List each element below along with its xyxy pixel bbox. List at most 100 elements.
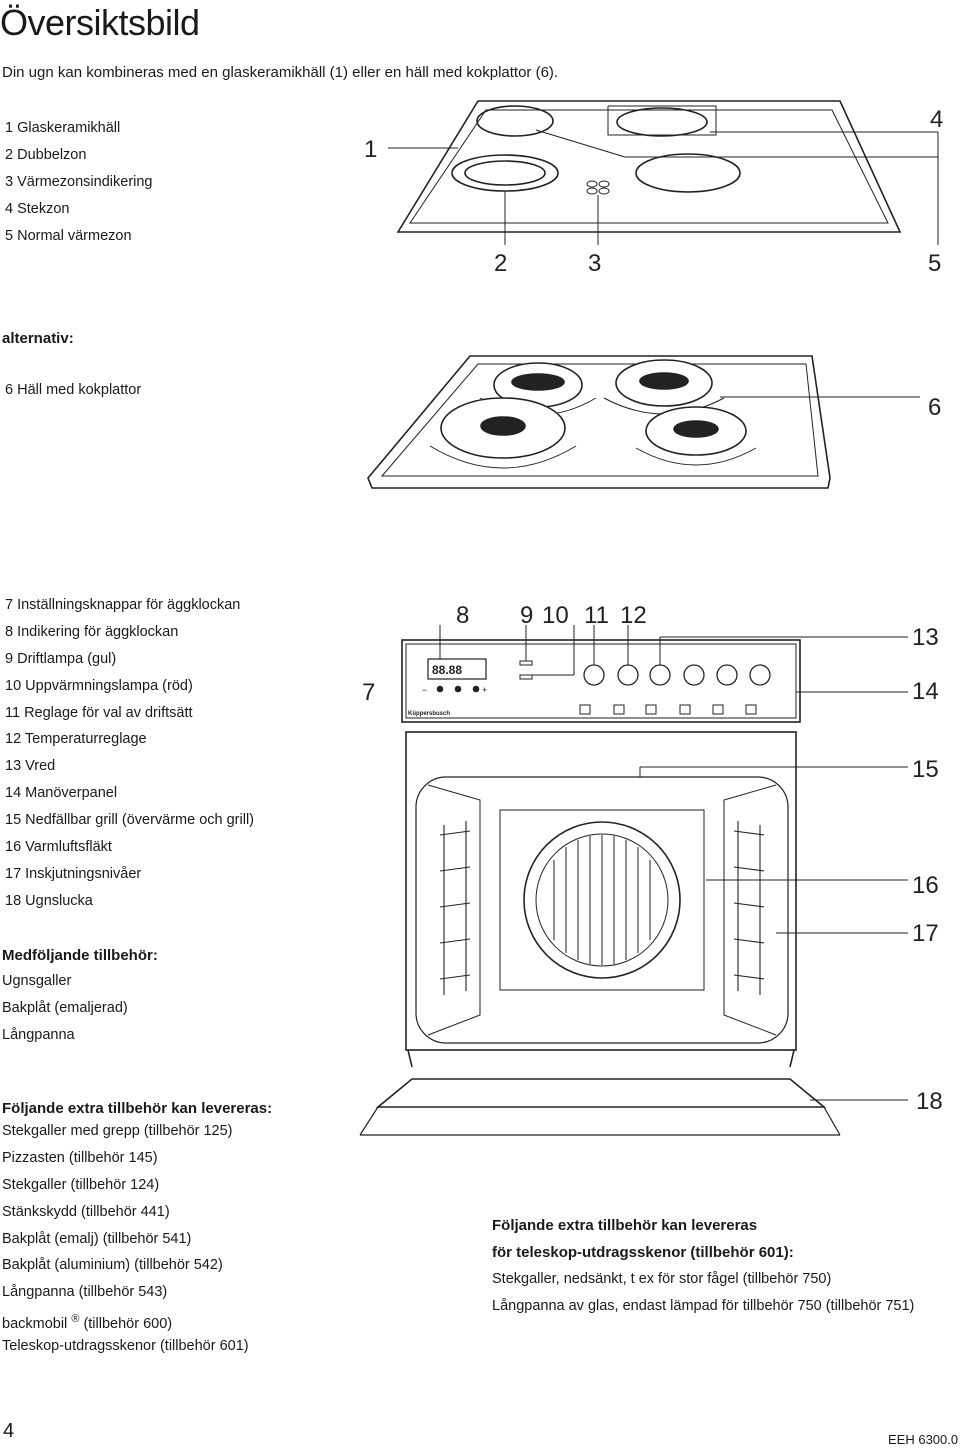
callout-label: 5 (928, 250, 941, 277)
callout-label: 13 (912, 624, 939, 651)
timer-display-text: 88.88 (432, 663, 462, 677)
oven-cavity-frame (405, 731, 797, 1051)
door-hinges (407, 1049, 795, 1068)
legend-item: 2 Dubbelzon (5, 146, 87, 163)
callout-label: 16 (912, 872, 939, 899)
accessory-item: Långpanna (tillbehör 543) (2, 1284, 168, 1301)
backmobil-rest: (tillbehör 600) (79, 1316, 173, 1333)
double-zone-inner (464, 160, 546, 186)
backmobil-name: backmobil (2, 1316, 68, 1333)
accessory-item: Stekgaller (tillbehör 124) (2, 1176, 160, 1193)
cooktop-legend: 1 Glaskeramikhäll 2 Dubbelzon 3 Värmezon… (5, 115, 153, 249)
registered-mark: ® (71, 1313, 80, 1326)
roasting-zone-frame (607, 105, 717, 136)
legend-item: 18 Ugnslucka (5, 892, 93, 909)
legend-item: 6 Häll med kokplattor (5, 382, 142, 398)
brand-logo: Küppersbusch (408, 711, 450, 717)
alternative-label: alternativ: (2, 330, 74, 347)
callout-label: 14 (912, 678, 939, 705)
heating-zone (635, 153, 741, 193)
accessory-item: Bakplåt (emaljerad) (2, 1000, 128, 1016)
extra-heading: Följande extra tillbehör kan levereras: (2, 1100, 273, 1117)
legend-item: 10 Uppvärmningslampa (röd) (5, 677, 193, 694)
accessory-item: Pizzasten (tillbehör 145) (2, 1149, 158, 1166)
telescope-accessories: Följande extra tillbehör kan levereras f… (492, 1212, 914, 1320)
accessory-item: Långpanna (2, 1027, 75, 1043)
accessory-item: Bakplåt (aluminium) (tillbehör 542) (2, 1257, 223, 1274)
telescope-heading-2: för teleskop-utdragsskenor (tillbehör 60… (492, 1244, 794, 1261)
shelf-runners-right (733, 821, 765, 995)
accessory-item: Teleskop-utdragsskenor (tillbehör 601) (2, 1338, 249, 1355)
oven-diagram: 88.88 − + Küppersbusch 7 8 9 10 11 12 13… (359, 602, 943, 1136)
heating-zone (476, 105, 554, 137)
legend-item: 3 Värmezonsindikering (5, 173, 153, 190)
intro-text: Din ugn kan kombineras med en glaskerami… (2, 64, 559, 81)
timer-buttons (436, 685, 480, 693)
shelf-runners-left (439, 821, 471, 995)
knob[interactable] (749, 664, 771, 686)
accessory-item: Ugnsgaller (2, 973, 72, 989)
oven-door (375, 1078, 827, 1108)
legend-item: 12 Temperaturreglage (5, 731, 147, 748)
page-number: 4 (3, 1420, 15, 1442)
hotplate (429, 397, 577, 469)
heat-indicator-icon (586, 180, 610, 195)
knob[interactable] (683, 664, 705, 686)
oven-legend: 7 Inställningsknappar för äggklockan 8 I… (5, 592, 254, 915)
page-title: Översiktsbild (0, 2, 200, 43)
callout-label: 3 (588, 250, 601, 277)
callout-label: 11 (584, 602, 609, 629)
legend-item: 11 Reglage för val av driftsätt (5, 704, 193, 721)
cooktop-outline (396, 100, 902, 233)
accessory-item: Stekgaller med grepp (tillbehör 125) (2, 1123, 233, 1139)
accessory-item: Bakplåt (emalj) (tillbehör 541) (2, 1230, 192, 1247)
hotplate (603, 359, 725, 415)
operating-lamp (519, 660, 533, 666)
hob-outline (367, 355, 831, 489)
legend-item: 9 Driftlampa (gul) (5, 650, 117, 667)
telescope-heading-1: Följande extra tillbehör kan levereras (492, 1217, 758, 1234)
knob[interactable] (716, 664, 738, 686)
knob[interactable] (583, 664, 605, 686)
legend-item: 8 Indikering för äggklockan (5, 623, 179, 640)
callout-label: 15 (912, 756, 939, 783)
legend-item: 14 Manöverpanel (5, 785, 118, 802)
oven-cavity (415, 776, 789, 1044)
timer-plus: + (482, 685, 487, 695)
knob[interactable] (617, 664, 639, 686)
callout-label: 8 (456, 602, 469, 629)
legend-item: 17 Inskjutningsnivåer (5, 865, 142, 882)
rear-wall (499, 809, 705, 991)
document-code: EEH 6300.0 (888, 1432, 959, 1447)
legend-item: 5 Normal värmezon (5, 227, 132, 244)
side-wall-right (723, 784, 777, 1036)
control-panel-inner (405, 643, 797, 719)
accessory-item: Stänkskydd (tillbehör 441) (2, 1203, 170, 1220)
door-edge-left (359, 1106, 379, 1136)
legend-item: 13 Vred (5, 758, 56, 775)
included-accessories: Medföljande tillbehör: Ugnsgaller Bakplå… (2, 944, 158, 1049)
accessory-item: Långpanna av glas, endast lämpad för til… (492, 1298, 915, 1314)
callout-label: 1 (364, 136, 377, 163)
cooktop-inner-outline (409, 109, 889, 224)
heating-lamp (519, 674, 533, 680)
timer-minus: − (422, 685, 427, 695)
callout-lines (388, 129, 939, 245)
knob[interactable] (649, 664, 671, 686)
side-wall-left (427, 784, 481, 1036)
hob-inner-outline (380, 363, 819, 477)
callout-label: 18 (916, 1088, 943, 1115)
legend-item: 1 Glaskeramikhäll (5, 120, 121, 136)
door-edge-right (823, 1106, 841, 1136)
timer-display (427, 658, 487, 680)
callout-label: 17 (912, 920, 939, 947)
callout-label: 12 (620, 602, 647, 629)
legend-item: 4 Stekzon (5, 200, 70, 217)
hotplate-hob-diagram: 6 (367, 355, 941, 489)
mode-symbols (579, 704, 757, 715)
callout-label: 10 (542, 602, 569, 629)
included-heading: Medföljande tillbehör: (2, 947, 158, 964)
callout-lines (439, 625, 908, 1101)
callout-label: 7 (362, 679, 375, 706)
alternative-legend: 6 Häll med kokplattor (5, 377, 141, 404)
